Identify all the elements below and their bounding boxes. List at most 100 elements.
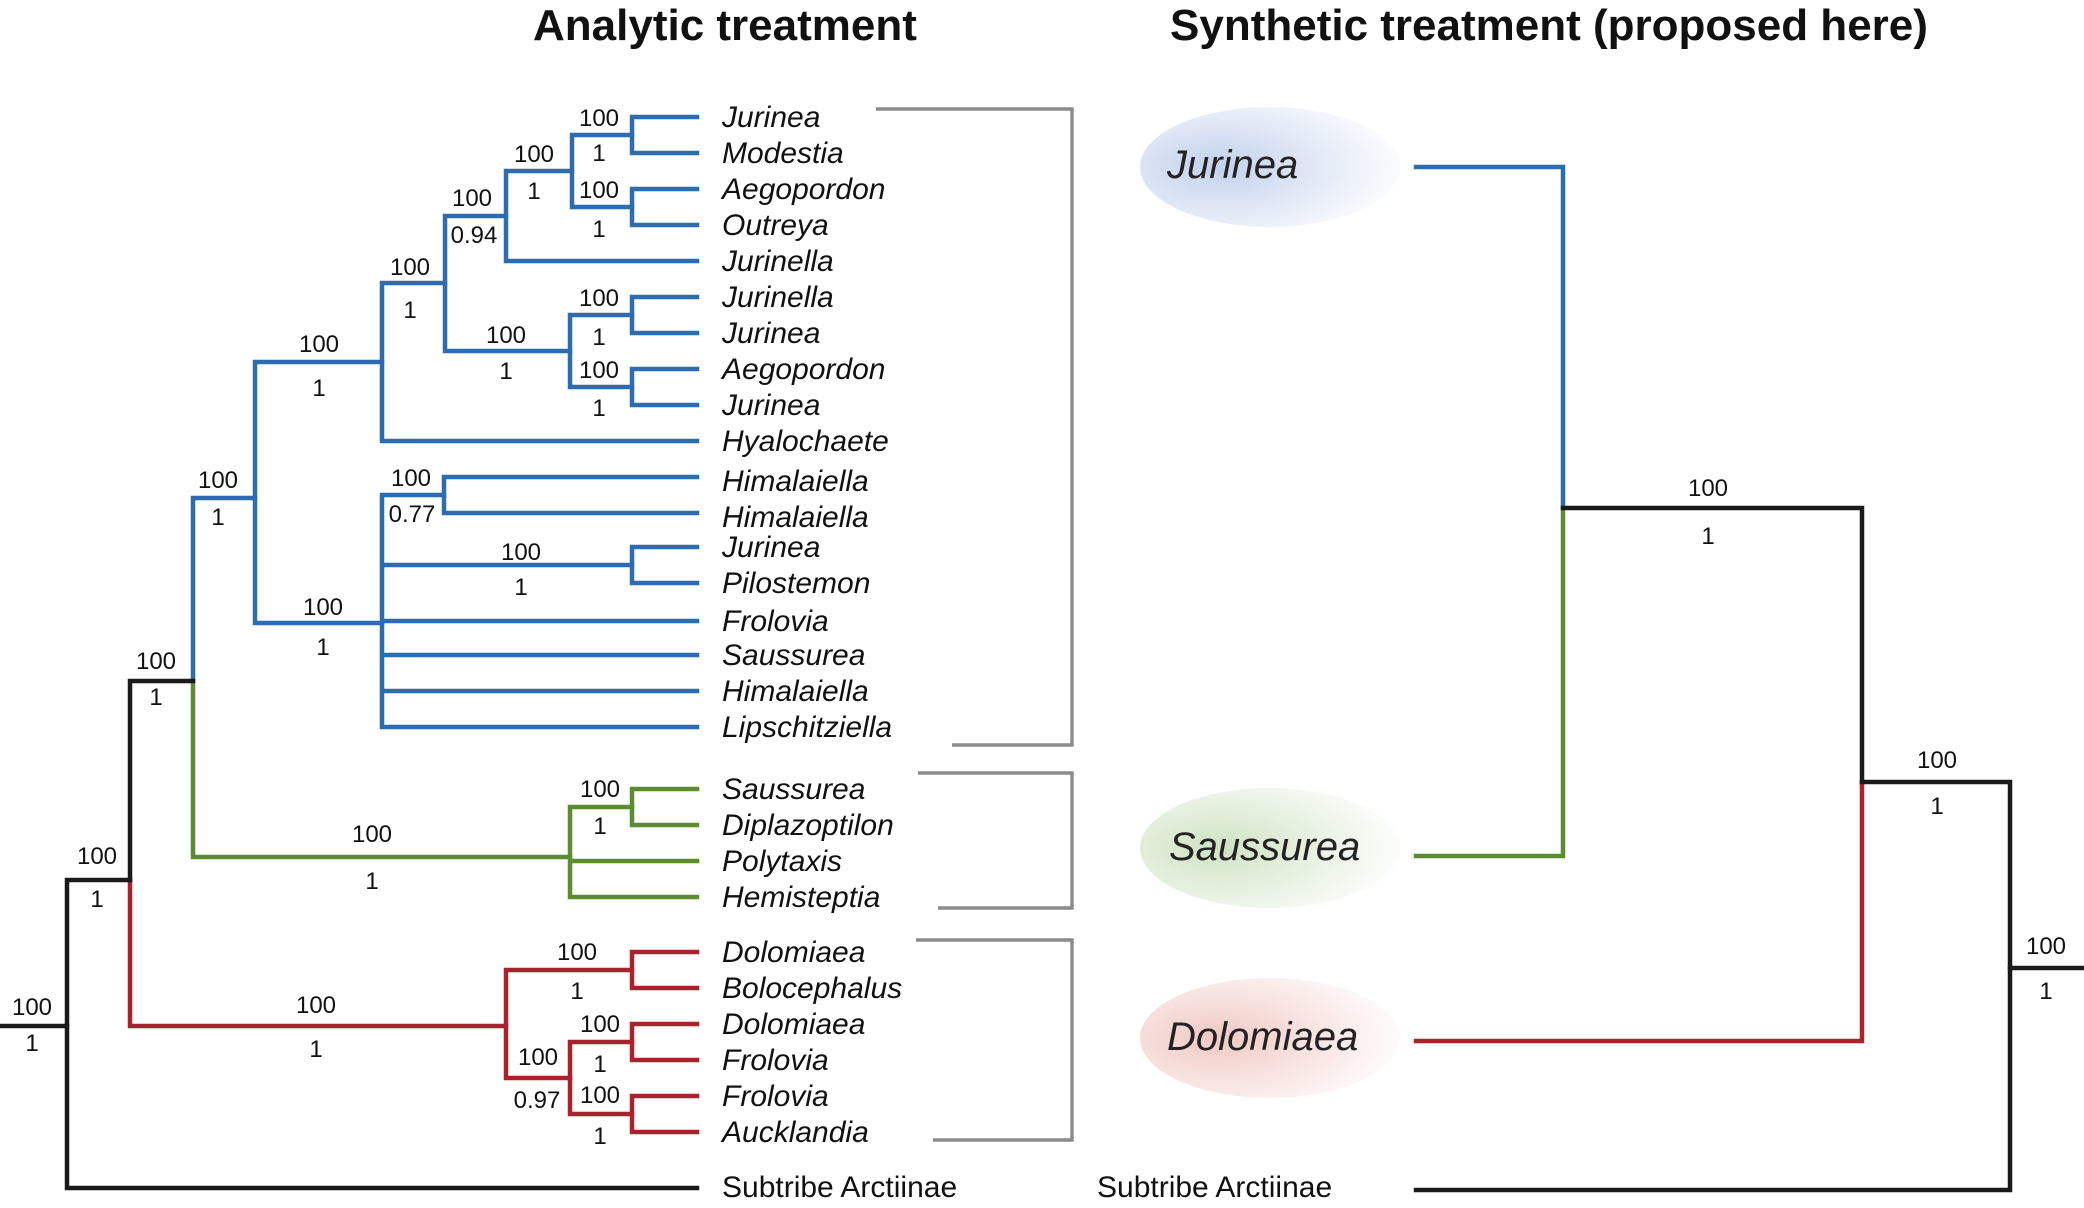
taxon-label: Hyalochaete (722, 425, 889, 458)
taxon-label: Aegopordon (720, 173, 885, 206)
support-bootstrap: 100 (1917, 747, 1957, 774)
clade-label-saussurea: Saussurea (1169, 825, 1360, 869)
branch-jurinea-saussurea-upper (190, 495, 258, 684)
support-bootstrap: 100 (557, 939, 597, 966)
support-bootstrap: 100 (580, 776, 620, 803)
clade-label-dolomiaea: Dolomiaea (1167, 1015, 1358, 1059)
support-bootstrap: 100 (501, 539, 541, 566)
support-bootstrap: 100 (390, 254, 430, 281)
bracket-dolomiaea (916, 938, 1074, 1142)
support-bootstrap: 100 (580, 1082, 620, 1109)
branch-dolomiaea-stem (127, 877, 509, 1029)
synth-branch-jurinea-saussurea (1560, 505, 1865, 785)
support-bootstrap: 100 (452, 185, 492, 212)
support-posterior: 1 (593, 813, 606, 840)
taxon-label: Frolovia (722, 1044, 829, 1077)
taxon-label: Jurinea (721, 531, 820, 564)
support-posterior: 1 (1930, 793, 1943, 820)
support-bootstrap: 100 (296, 992, 336, 1019)
taxon-label: Saussurea (722, 639, 865, 672)
branch-aegopordon-outreya (629, 186, 700, 228)
synth-support-values: 100 1 100 1 100 1 (1688, 475, 2066, 1005)
support-posterior: 1 (90, 886, 103, 913)
taxon-label: Saussurea (722, 773, 865, 806)
branch-saussurea-diplazoptilon (629, 786, 700, 828)
support-posterior: 1 (403, 297, 416, 324)
support-posterior: 1 (149, 684, 162, 711)
support-posterior: 1 (2039, 978, 2052, 1005)
support-posterior: 0.94 (451, 222, 498, 249)
analytic-tree: Jurinea Modestia Aegopordon Outreya Juri… (0, 101, 1074, 1204)
taxon-label: Jurinea (721, 317, 820, 350)
clade-ellipse-dolomiaea (1140, 978, 1400, 1098)
taxon-label: Himalaiella (722, 675, 869, 708)
branch-polytomy (379, 492, 700, 730)
support-bootstrap: 100 (352, 821, 392, 848)
synth-outgroup-label: Subtribe Arctiinae (1097, 1171, 1332, 1204)
synth-branch-saussurea (1413, 505, 1566, 859)
support-posterior: 1 (499, 358, 512, 385)
support-bootstrap: 100 (2026, 933, 2066, 960)
support-bootstrap: 100 (518, 1044, 558, 1071)
branch-jurinea-pilostemon (629, 544, 700, 586)
saussurea-clade-branches (190, 678, 700, 900)
analytic-heading: Analytic treatment (533, 1, 917, 50)
branch-himalaiella-pair (441, 474, 700, 516)
bracket-saussurea (918, 771, 1074, 910)
support-posterior: 0.97 (514, 1087, 561, 1114)
support-posterior: 1 (592, 395, 605, 422)
taxon-label: Aegopordon (720, 353, 885, 386)
support-posterior: 1 (592, 140, 605, 167)
branch-ingroup (127, 678, 196, 883)
taxon-label: Jurinella (721, 281, 834, 314)
support-bootstrap: 100 (136, 648, 176, 675)
support-bootstrap: 100 (579, 177, 619, 204)
branch-saussurea-clade (567, 804, 700, 900)
clade-ellipse-jurinea (1140, 107, 1400, 227)
support-posterior: 1 (592, 324, 605, 351)
support-posterior: 1 (514, 574, 527, 601)
synth-branch-ingroup (1413, 779, 2013, 1193)
taxon-label: Bolocephalus (722, 972, 902, 1005)
support-bootstrap: 100 (514, 141, 554, 168)
support-posterior: 1 (211, 504, 224, 531)
taxon-label: Himalaiella (722, 501, 869, 534)
branch-jurinea-modestia (629, 114, 700, 156)
branch-saussurea-stem (190, 678, 573, 860)
support-posterior: 1 (25, 1030, 38, 1057)
taxon-label: Frolovia (722, 605, 829, 638)
taxon-label: Jurinea (721, 389, 820, 422)
support-bootstrap: 100 (391, 465, 431, 492)
support-posterior: 1 (309, 1036, 322, 1063)
branch-dolomiaea-frolovia (629, 1021, 700, 1063)
branch-dolomiaea-bolocephalus (629, 949, 700, 991)
support-posterior: 1 (570, 978, 583, 1005)
taxon-label: Pilostemon (722, 567, 870, 600)
taxon-label: Lipschitziella (722, 711, 892, 744)
support-bootstrap: 100 (299, 331, 339, 358)
support-bootstrap: 100 (77, 843, 117, 870)
support-bootstrap: 100 (579, 357, 619, 384)
dolomiaea-clade-branches (127, 877, 700, 1135)
branch-jurinea-clade (252, 359, 385, 626)
support-bootstrap: 100 (579, 105, 619, 132)
support-bootstrap: 100 (1688, 475, 1728, 502)
branch-root (64, 877, 700, 1191)
bracket-jurinea (876, 107, 1074, 747)
taxon-label: Himalaiella (722, 465, 869, 498)
taxon-label: Diplazoptilon (722, 809, 894, 842)
support-bootstrap: 100 (580, 1011, 620, 1038)
support-bootstrap: 100 (486, 322, 526, 349)
support-posterior: 0.77 (389, 501, 436, 528)
taxon-label: Aucklandia (720, 1116, 869, 1149)
support-bootstrap: 100 (579, 285, 619, 312)
taxon-label: Outreya (722, 209, 829, 242)
synth-branch-dolomiaea (1413, 779, 1865, 1044)
analytic-backbone (0, 678, 700, 1191)
taxon-label: Frolovia (722, 1080, 829, 1113)
synthetic-heading: Synthetic treatment (proposed here) (1170, 1, 1928, 50)
branch-aegopordon-jurinea (629, 366, 700, 408)
support-bootstrap: 100 (12, 994, 52, 1021)
synthetic-tree: Jurinea Saussurea Dolomiaea Subtribe Arc… (1097, 107, 2084, 1204)
